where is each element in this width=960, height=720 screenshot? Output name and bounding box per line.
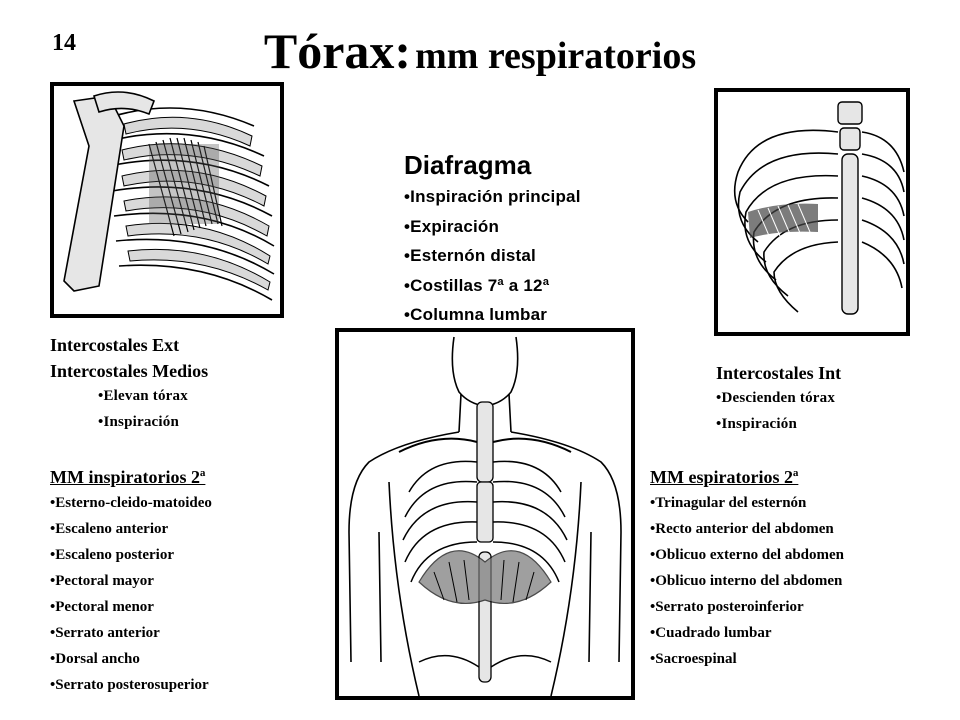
mm-inspiratorios-list: Esterno-cleido-matoideo Escaleno anterio… xyxy=(50,490,212,698)
intercostales-int-heading: Intercostales Int xyxy=(716,363,842,383)
rib-cage-internal-icon xyxy=(718,92,906,332)
list-item: Elevan tórax xyxy=(98,384,208,410)
torso-diaphragm-icon xyxy=(339,332,631,696)
intercostales-int-block: Intercostales Int Descienden tórax Inspi… xyxy=(716,360,841,437)
list-item: Recto anterior del abdomen xyxy=(650,516,844,542)
list-item: Columna lumbar xyxy=(404,300,581,330)
mm-inspiratorios-heading: MM inspiratorios 2ª xyxy=(50,467,206,487)
list-item: Esterno-cleido-matoideo xyxy=(50,490,212,516)
list-item: Cuadrado lumbar xyxy=(650,620,844,646)
slide-number: 14 xyxy=(52,30,76,56)
title-sub: mm respiratorios xyxy=(415,35,697,77)
list-item: Oblicuo interno del abdomen xyxy=(650,568,844,594)
slide-title: Tórax: mm respiratorios xyxy=(0,22,960,80)
mm-inspiratorios-block: MM inspiratorios 2ª Esterno-cleido-matoi… xyxy=(50,464,212,698)
mm-espiratorios-block: MM espiratorios 2ª Trinagular del estern… xyxy=(650,464,844,672)
intercostales-int-list: Descienden tórax Inspiración xyxy=(716,386,841,437)
diafragma-block: Diafragma Inspiración principal Expiraci… xyxy=(404,148,581,330)
list-item: Pectoral menor xyxy=(50,594,212,620)
list-item: Serrato posterosuperior xyxy=(50,672,212,698)
list-item: Expiración xyxy=(404,212,581,242)
list-item: Inspiración principal xyxy=(404,182,581,212)
mm-espiratorios-list: Trinagular del esternón Recto anterior d… xyxy=(650,490,844,672)
diafragma-list: Inspiración principal Expiración Esternó… xyxy=(404,182,581,330)
list-item: Pectoral mayor xyxy=(50,568,212,594)
list-item: Escaleno posterior xyxy=(50,542,212,568)
list-item: Serrato posteroinferior xyxy=(650,594,844,620)
intercostales-medios-heading: Intercostales Medios xyxy=(50,361,209,381)
list-item: Serrato anterior xyxy=(50,620,212,646)
list-item: Esternón distal xyxy=(404,241,581,271)
list-item: Escaleno anterior xyxy=(50,516,212,542)
list-item: Sacroespinal xyxy=(650,646,844,672)
mm-espiratorios-heading: MM espiratorios 2ª xyxy=(650,467,799,487)
list-item: Costillas 7ª a 12ª xyxy=(404,271,581,301)
rib-cage-external-icon xyxy=(54,86,280,314)
right-illustration xyxy=(714,88,910,336)
list-item: Inspiración xyxy=(98,410,208,436)
left-illustration xyxy=(50,82,284,318)
list-item: Descienden tórax xyxy=(716,386,841,412)
intercostales-ext-list: Elevan tórax Inspiración xyxy=(98,384,208,435)
center-illustration xyxy=(335,328,635,700)
list-item: Oblicuo externo del abdomen xyxy=(650,542,844,568)
intercostales-ext-block: Intercostales Ext Intercostales Medios E… xyxy=(50,332,208,435)
list-item: Inspiración xyxy=(716,412,841,438)
list-item: Dorsal ancho xyxy=(50,646,212,672)
intercostales-ext-heading: Intercostales Ext xyxy=(50,335,180,355)
list-item: Trinagular del esternón xyxy=(650,490,844,516)
title-main: Tórax: xyxy=(263,23,412,79)
diafragma-title: Diafragma xyxy=(404,150,532,180)
